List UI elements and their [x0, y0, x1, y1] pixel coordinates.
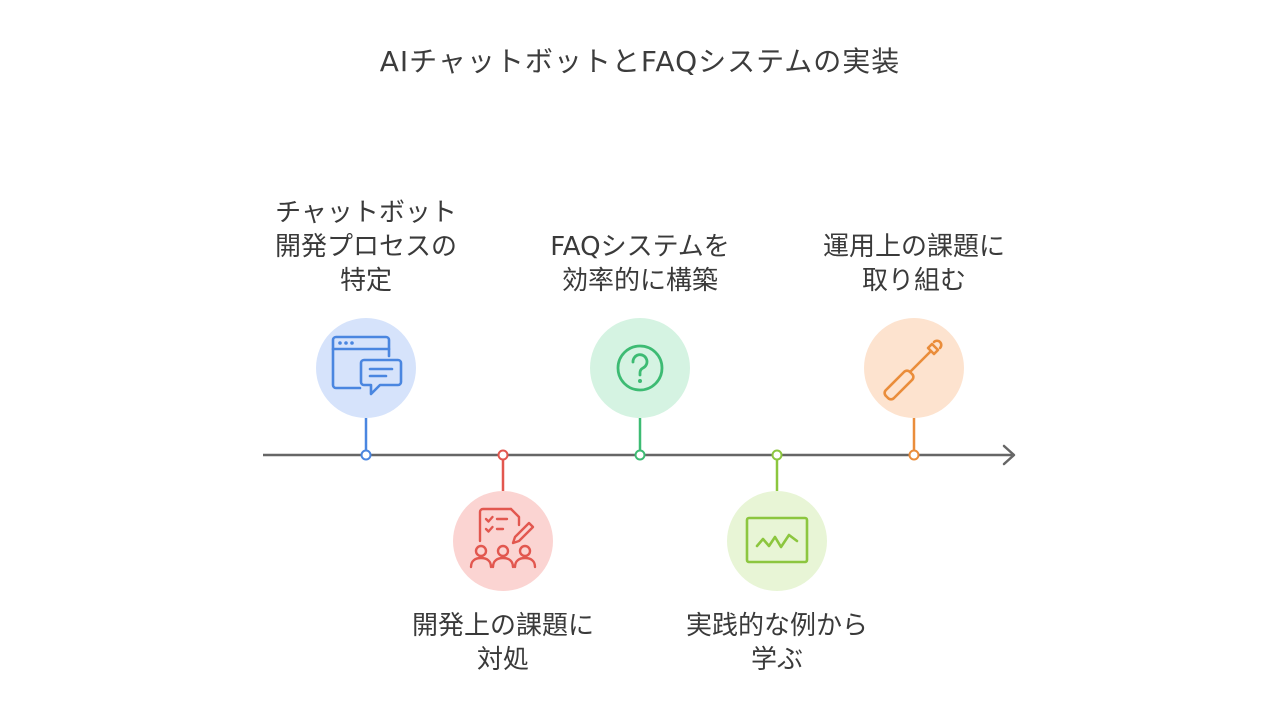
step-2-node [497, 449, 509, 461]
step-2-label: 開発上の課題に 対処 [411, 611, 594, 675]
step-5-icon-circle [864, 318, 964, 418]
screwdriver-icon [883, 339, 943, 401]
step-3-node [634, 449, 646, 461]
step-4-label: 実践的な例から 学ぶ [685, 611, 868, 675]
step-3-icon-circle [590, 318, 690, 418]
step-1-node [360, 449, 372, 461]
step-4-node [771, 449, 783, 461]
step-3-label: FAQシステムを 効率的に構築 [550, 232, 730, 296]
question-icon [616, 344, 664, 392]
step-5-label: 運用上の課題に 取り組む [822, 232, 1005, 296]
step-2-icon-circle [453, 491, 553, 591]
chat-window-icon [331, 335, 403, 396]
diagram-title: AIチャットボットとFAQシステムの実装 [379, 45, 901, 78]
timeline-arrow-head [1002, 444, 1016, 466]
step-5-node [908, 449, 920, 461]
team-checklist-icon [469, 507, 537, 569]
line-chart-icon [745, 516, 809, 564]
step-4-icon-circle [727, 491, 827, 591]
step-1-icon-circle [316, 318, 416, 418]
step-1-label: チャットボット 開発プロセスの 特定 [274, 198, 457, 296]
